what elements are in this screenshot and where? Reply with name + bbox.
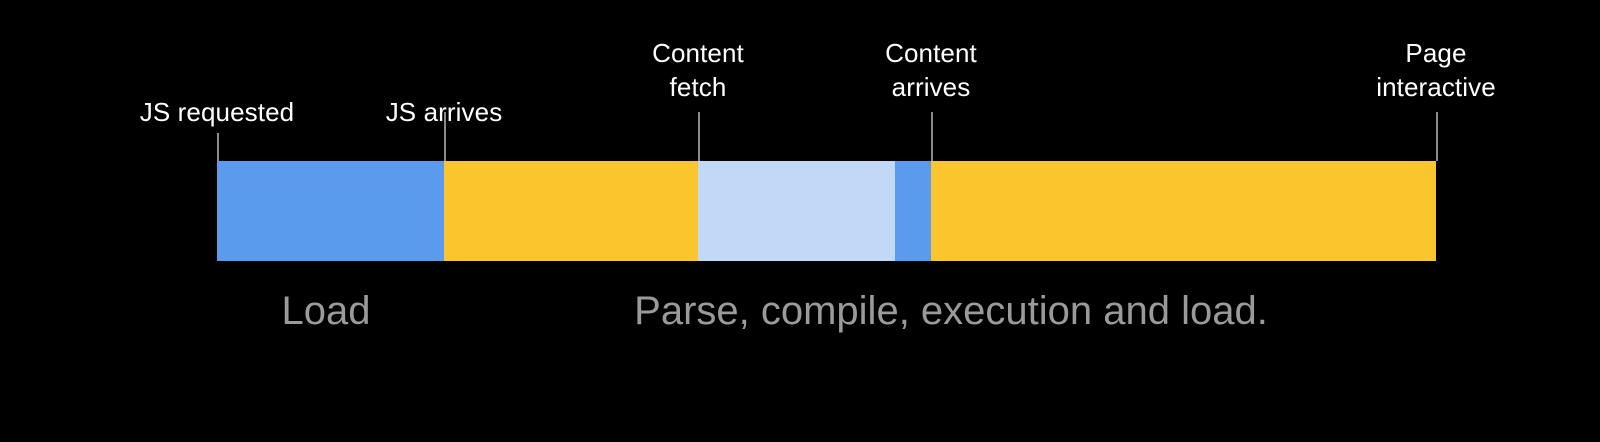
marker-tick-js-arrives (444, 112, 446, 161)
marker-tick-page-interactive (1436, 112, 1438, 161)
marker-label-content-arrives: Content arrives (885, 36, 977, 104)
caption-parse: Parse, compile, execution and load. (634, 289, 1268, 333)
marker-label-content-fetch: Content fetch (652, 36, 744, 104)
marker-tick-js-requested (217, 133, 219, 161)
marker-tick-content-fetch (698, 112, 700, 161)
marker-label-line: Content (885, 38, 977, 68)
marker-label-js-requested: JS requested (140, 95, 294, 129)
marker-label-line: interactive (1376, 72, 1496, 102)
caption-load: Load (281, 289, 371, 333)
marker-label-line: JS requested (139, 97, 295, 127)
marker-label-js-arrives: JS arrives (386, 95, 503, 129)
marker-label-page-interactive: Page interactive (1376, 36, 1496, 104)
marker-label-line: arrives (891, 72, 971, 102)
timeline-bar (217, 161, 1436, 261)
marker-tick-content-arrives (931, 112, 933, 161)
bar-segment-content-wait (698, 161, 895, 261)
bar-segment-content-download (895, 161, 931, 261)
bar-segment-js-download (217, 161, 444, 261)
marker-label-line: JS arrives (385, 97, 503, 127)
marker-label-line: Page (1405, 38, 1467, 68)
marker-label-line: fetch (669, 72, 727, 102)
bar-segment-js-parse-exec (444, 161, 698, 261)
bar-segment-render-load (931, 161, 1436, 261)
marker-label-line: Content (652, 38, 744, 68)
